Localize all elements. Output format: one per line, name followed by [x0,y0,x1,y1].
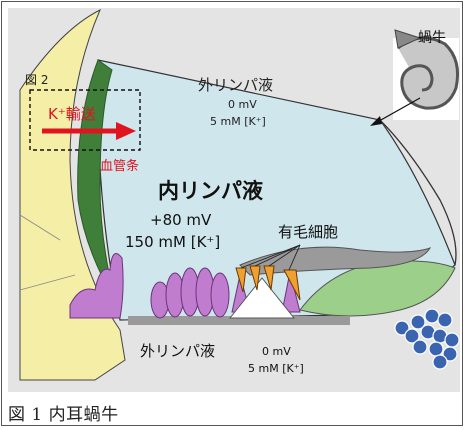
perilymph-bottom-label: 外リンパ液 [140,342,215,360]
perilymph-top-label: 外リンパ液 [198,76,273,94]
endolymph-conc: 150 mM [K⁺] [125,233,220,251]
k-transport-label: K⁺輸送 [48,105,96,123]
cochlea-inset-label: 蝸牛 [418,30,446,46]
perilymph-top-conc: 5 mM [K⁺] [210,115,266,128]
hair-cells-label: 有毛細胞 [278,223,338,241]
endolymph-mv: +80 mV [150,211,212,229]
figure2-label: 図 2 [25,73,48,87]
figure-caption: 図 1 内耳蝸牛 [8,400,119,425]
endolymph-label: 内リンパ液 [158,179,263,203]
perilymph-bottom-mv: 0 mV [262,345,291,358]
perilymph-top-mv: 0 mV [228,98,257,111]
stria-label: 血管条 [100,158,139,174]
cochlea-spiral-icon [398,38,458,108]
perilymph-bottom-conc: 5 mM [K⁺] [248,362,304,375]
